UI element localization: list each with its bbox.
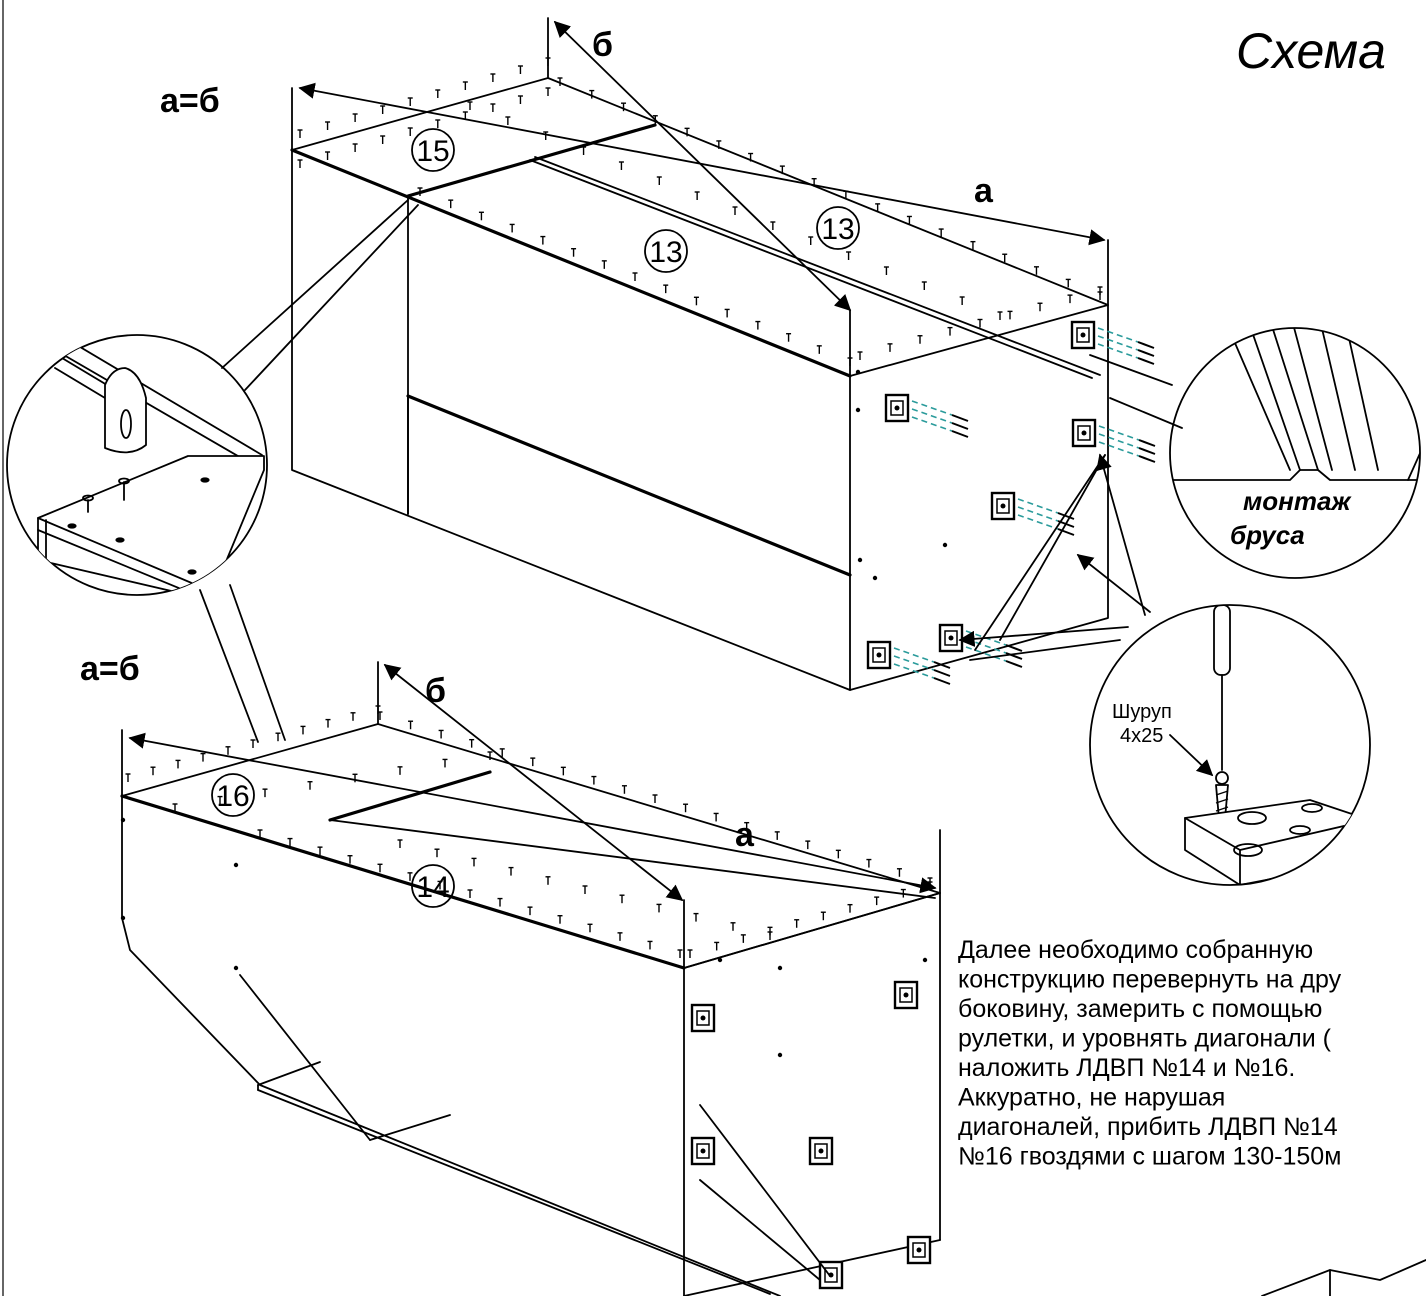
top-diag-label: а=б bbox=[160, 82, 220, 120]
corner-bracket-icon bbox=[690, 1136, 716, 1166]
hole-dot bbox=[855, 407, 861, 413]
hole-dot bbox=[777, 965, 783, 971]
corner-bracket-icon bbox=[938, 623, 1023, 668]
top-cabinet bbox=[290, 17, 1109, 691]
bottom-b-arrow bbox=[383, 663, 684, 902]
hole-dot bbox=[872, 575, 878, 581]
part-14: 14 bbox=[411, 864, 455, 908]
hole-dot bbox=[777, 1052, 783, 1058]
corner-bracket-icon bbox=[690, 1003, 716, 1033]
corner-bracket-icon bbox=[893, 980, 919, 1010]
bottom-b-label: б bbox=[425, 672, 446, 710]
svg-text:13: 13 bbox=[821, 213, 854, 246]
hole-dot bbox=[233, 965, 239, 971]
screwdriver-icon bbox=[1213, 605, 1231, 676]
hole-dot bbox=[233, 862, 239, 868]
nails-top-cabinet bbox=[297, 57, 1103, 366]
partial-figure bbox=[1261, 1259, 1426, 1296]
instruction-line: боковину, замерить с помощью bbox=[958, 995, 1322, 1023]
page-title: Схема bbox=[1236, 23, 1386, 79]
hole-dot bbox=[857, 557, 863, 563]
beam-label-1: монтаж bbox=[1243, 486, 1352, 516]
screw-label-1: Шуруп bbox=[1112, 701, 1172, 723]
corner-bracket-icon bbox=[990, 491, 1075, 536]
screw-label-2: 4х25 bbox=[1120, 725, 1163, 747]
instruction-line: диагоналей, прибить ЛДВП №14 bbox=[958, 1113, 1338, 1141]
hole-dot bbox=[855, 369, 861, 375]
svg-text:14: 14 bbox=[416, 871, 449, 904]
corner-bracket-icon bbox=[818, 1260, 844, 1290]
corner-bracket-icon bbox=[866, 640, 951, 685]
hole-dot bbox=[717, 957, 723, 963]
instruction-line: Аккуратно, не нарушая bbox=[958, 1084, 1225, 1112]
beam-label-2: бруса bbox=[1230, 520, 1305, 550]
instruction-line: рулетки, и уровнять диагонали ( bbox=[958, 1025, 1332, 1053]
brackets-bottom-cabinet bbox=[690, 980, 932, 1290]
bottom-diag-label: а=б bbox=[80, 650, 140, 688]
top-b-label: б bbox=[592, 26, 613, 64]
corner-bracket-icon bbox=[1070, 320, 1155, 365]
corner-bracket-icon bbox=[906, 1235, 932, 1265]
part-15: 15 bbox=[411, 128, 455, 172]
bottom-a-label: а bbox=[735, 816, 755, 854]
instruction-line: наложить ЛДВП №14 и №16. bbox=[958, 1054, 1295, 1082]
corner-bracket-icon bbox=[884, 393, 969, 438]
hole-dot bbox=[942, 542, 948, 548]
beam-callout: монтаж бруса bbox=[1089, 327, 1421, 579]
svg-text:13: 13 bbox=[649, 236, 682, 269]
instruction-line: конструкцию перевернуть на дру bbox=[958, 966, 1342, 994]
part-16: 16 bbox=[211, 773, 255, 817]
hole-dot bbox=[120, 817, 126, 823]
corner-bracket-icon bbox=[1071, 418, 1156, 463]
corner-bracket-icon bbox=[808, 1136, 834, 1166]
front-face bbox=[291, 149, 851, 691]
top-a-label: а bbox=[974, 172, 994, 210]
svg-text:15: 15 bbox=[416, 135, 449, 168]
top-b-arrow bbox=[553, 20, 852, 312]
part-13-left: 13 bbox=[644, 229, 688, 273]
instruction-line: №16 гвоздями с шагом 130-150м bbox=[958, 1143, 1341, 1171]
instruction-line: Далее необходимо собранную bbox=[958, 936, 1313, 964]
right-face bbox=[849, 304, 1109, 691]
hole-dot bbox=[120, 915, 126, 921]
bottom-cabinet bbox=[120, 661, 941, 1296]
part-13-right: 13 bbox=[816, 206, 860, 250]
nails-bottom-cabinet bbox=[125, 705, 933, 958]
brackets-top-cabinet bbox=[866, 320, 1156, 685]
screwdriver-callout: Шуруп 4х25 bbox=[958, 453, 1371, 886]
hammer-callout bbox=[6, 199, 419, 743]
hole-dot bbox=[922, 957, 928, 963]
